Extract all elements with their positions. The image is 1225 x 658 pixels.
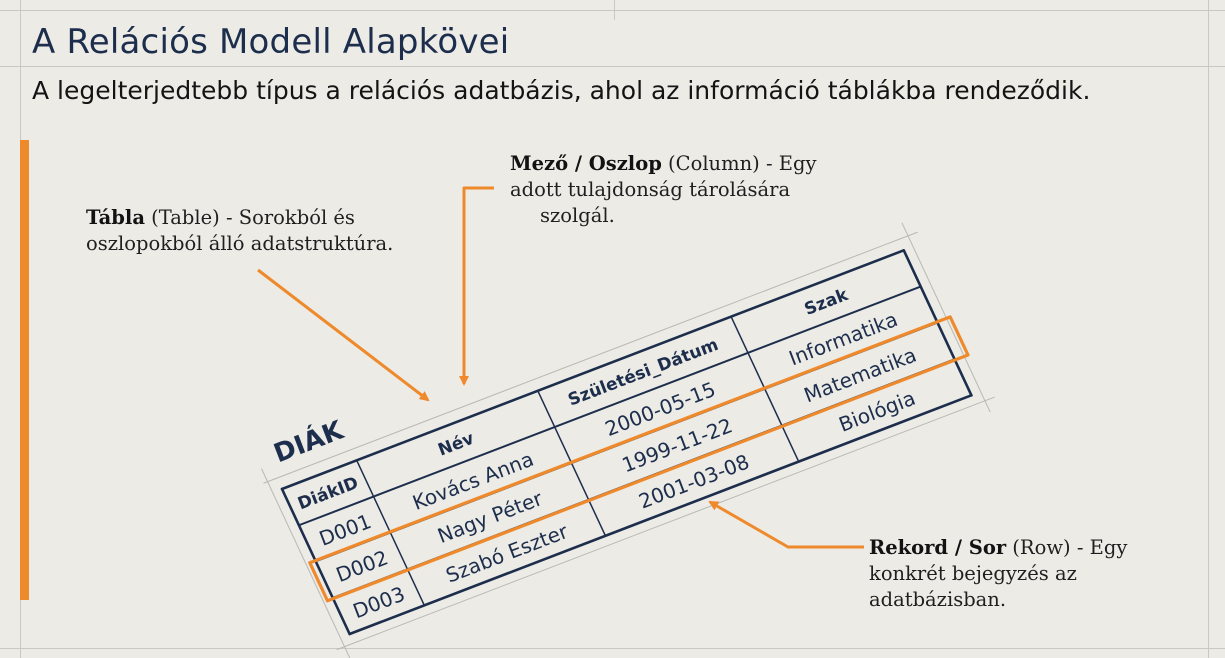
callout-column-line1: Mező / Oszlop (Column) - Egy [510,152,817,175]
frame-line-bottom [0,648,1225,649]
table-cell: Biológia [835,386,918,437]
guide-line-left [261,468,351,658]
callout-column-term: Mező / Oszlop [510,152,662,175]
callout-column-line3: szolgál. [540,204,615,227]
callout-table-term: Tábla [86,206,145,229]
grid-row-line [280,249,906,491]
row-highlight [308,315,970,603]
arrow-table [257,268,430,402]
frame-line-top [0,10,1225,11]
frame-line-header [0,66,1225,67]
accent-bar [20,140,29,600]
grid-row-line [348,394,973,636]
grid-row-line [297,285,922,527]
frame-line-right [1208,0,1209,658]
callout-column: Mező / Oszlop (Column) - Egy adott tulaj… [510,151,817,229]
frame-line-mid [614,0,615,20]
callout-record-line1: Rekord / Sor (Row) - Egy [869,536,1128,559]
guide-line-top [263,231,918,484]
guide-line-bottom [336,396,995,651]
column-header: Szak [802,285,852,320]
callout-record-line3: adatbázisban. [869,588,1007,611]
column-header: Név [435,429,477,461]
callout-record: Rekord / Sor (Row) - Egy konkrét bejegyz… [869,535,1127,613]
callout-table: Tábla (Table) - Sorokból és oszlopokból … [86,205,393,257]
callout-column-line2: adott tulajdonság tárolására [510,178,791,201]
callout-table-line1: Tábla (Table) - Sorokból és [86,206,355,229]
page-title: A Relációs Modell Alapkövei [32,22,510,62]
callout-table-line2: oszlopokból álló adatstruktúra. [86,232,394,255]
arrow-column [459,186,494,386]
callout-record-line2: konkrét bejegyzés az [869,562,1077,585]
page-subtitle: A legelterjedtebb típus a relációs adatb… [32,76,1091,105]
table-name: DIÁK [269,413,348,469]
record-highlight-box [308,315,970,603]
callout-record-term: Rekord / Sor [869,536,1007,559]
arrow-record [708,500,864,549]
callout-arrows [257,186,864,549]
